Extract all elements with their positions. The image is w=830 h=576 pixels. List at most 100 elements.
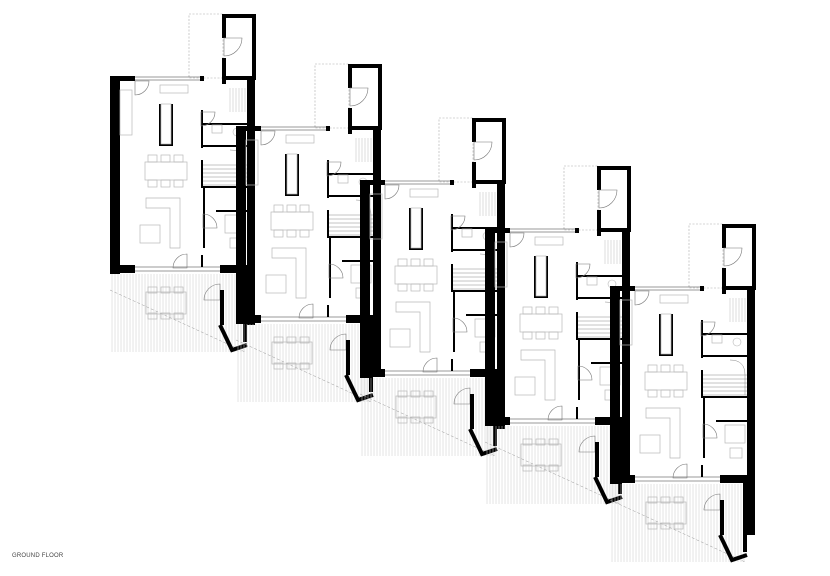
front-storage-wall — [468, 428, 498, 457]
shower — [724, 424, 746, 444]
wall — [342, 260, 373, 262]
house-unit — [109, 13, 256, 353]
wall — [348, 64, 382, 68]
chair — [660, 364, 671, 373]
chair — [273, 336, 284, 344]
chair — [522, 438, 533, 446]
wall — [450, 180, 454, 185]
wall — [409, 208, 411, 250]
chair — [673, 389, 684, 398]
kitchen-island — [660, 313, 672, 355]
wall — [327, 236, 373, 238]
wall — [576, 262, 578, 300]
door-swing — [634, 290, 650, 306]
wall — [472, 180, 506, 184]
door-swing — [326, 161, 342, 177]
chair — [423, 283, 434, 292]
chair — [273, 362, 284, 370]
wall — [348, 126, 382, 130]
door-swing — [700, 321, 716, 337]
wall — [252, 14, 256, 80]
chair — [522, 306, 533, 315]
washbasin — [461, 228, 473, 238]
wall — [610, 286, 635, 291]
door-swing — [298, 303, 314, 319]
kitchen-counter — [369, 193, 383, 240]
wall — [201, 110, 203, 148]
chair — [286, 229, 297, 238]
kitchen-island — [286, 153, 298, 195]
wall — [360, 180, 385, 185]
wall — [203, 188, 205, 248]
door-swing — [598, 189, 618, 209]
wall — [701, 320, 703, 358]
chair — [660, 496, 671, 504]
wall — [369, 322, 373, 392]
chair — [647, 496, 658, 504]
kitchen-island — [160, 103, 172, 145]
sideboard — [534, 236, 564, 246]
house-unit — [484, 165, 631, 505]
wall — [451, 214, 453, 252]
wall — [597, 210, 601, 230]
chair — [147, 154, 158, 163]
wall — [622, 232, 630, 477]
wall — [360, 369, 385, 377]
coffee-table — [389, 328, 411, 348]
wall — [247, 80, 255, 325]
door-swing — [384, 184, 400, 200]
chair — [410, 416, 421, 424]
wall — [222, 58, 226, 78]
wall — [722, 268, 726, 288]
wall — [378, 64, 382, 130]
chair — [160, 179, 171, 188]
wall — [716, 420, 747, 422]
coffee-table — [265, 274, 287, 294]
wall — [236, 126, 246, 324]
wall — [297, 154, 299, 196]
wall — [110, 265, 135, 273]
wall — [360, 180, 370, 378]
chair — [286, 336, 297, 344]
wall — [220, 265, 250, 273]
door-swing — [203, 283, 221, 301]
wall — [220, 290, 224, 325]
door-swing — [703, 493, 721, 511]
chair — [410, 390, 421, 398]
washbasin — [729, 447, 743, 459]
wall — [591, 362, 622, 364]
door-swing — [723, 247, 743, 267]
wall — [348, 108, 352, 128]
dining-table — [394, 265, 438, 285]
wall — [720, 500, 724, 535]
chair — [548, 438, 559, 446]
chair — [397, 416, 408, 424]
chair — [535, 464, 546, 472]
house-unit — [609, 223, 756, 563]
wall — [285, 194, 299, 196]
stair-line — [729, 359, 746, 395]
wall — [110, 76, 120, 274]
chair — [160, 312, 171, 320]
chair — [410, 283, 421, 292]
wall — [348, 64, 352, 88]
wall — [327, 195, 373, 197]
door-swing — [450, 215, 466, 231]
door-swing — [672, 463, 688, 479]
dining-table — [519, 313, 563, 333]
wall — [472, 118, 506, 122]
wall — [597, 228, 631, 232]
wall — [216, 210, 247, 212]
wall — [472, 162, 476, 182]
chair — [673, 496, 684, 504]
wall — [576, 275, 622, 277]
wall — [497, 184, 505, 429]
kitchen-counter — [494, 241, 508, 288]
wall — [722, 288, 726, 294]
wall — [200, 76, 204, 81]
chair — [522, 464, 533, 472]
wall — [576, 407, 578, 419]
chair — [147, 312, 158, 320]
wall — [327, 210, 329, 238]
wall — [327, 160, 329, 198]
